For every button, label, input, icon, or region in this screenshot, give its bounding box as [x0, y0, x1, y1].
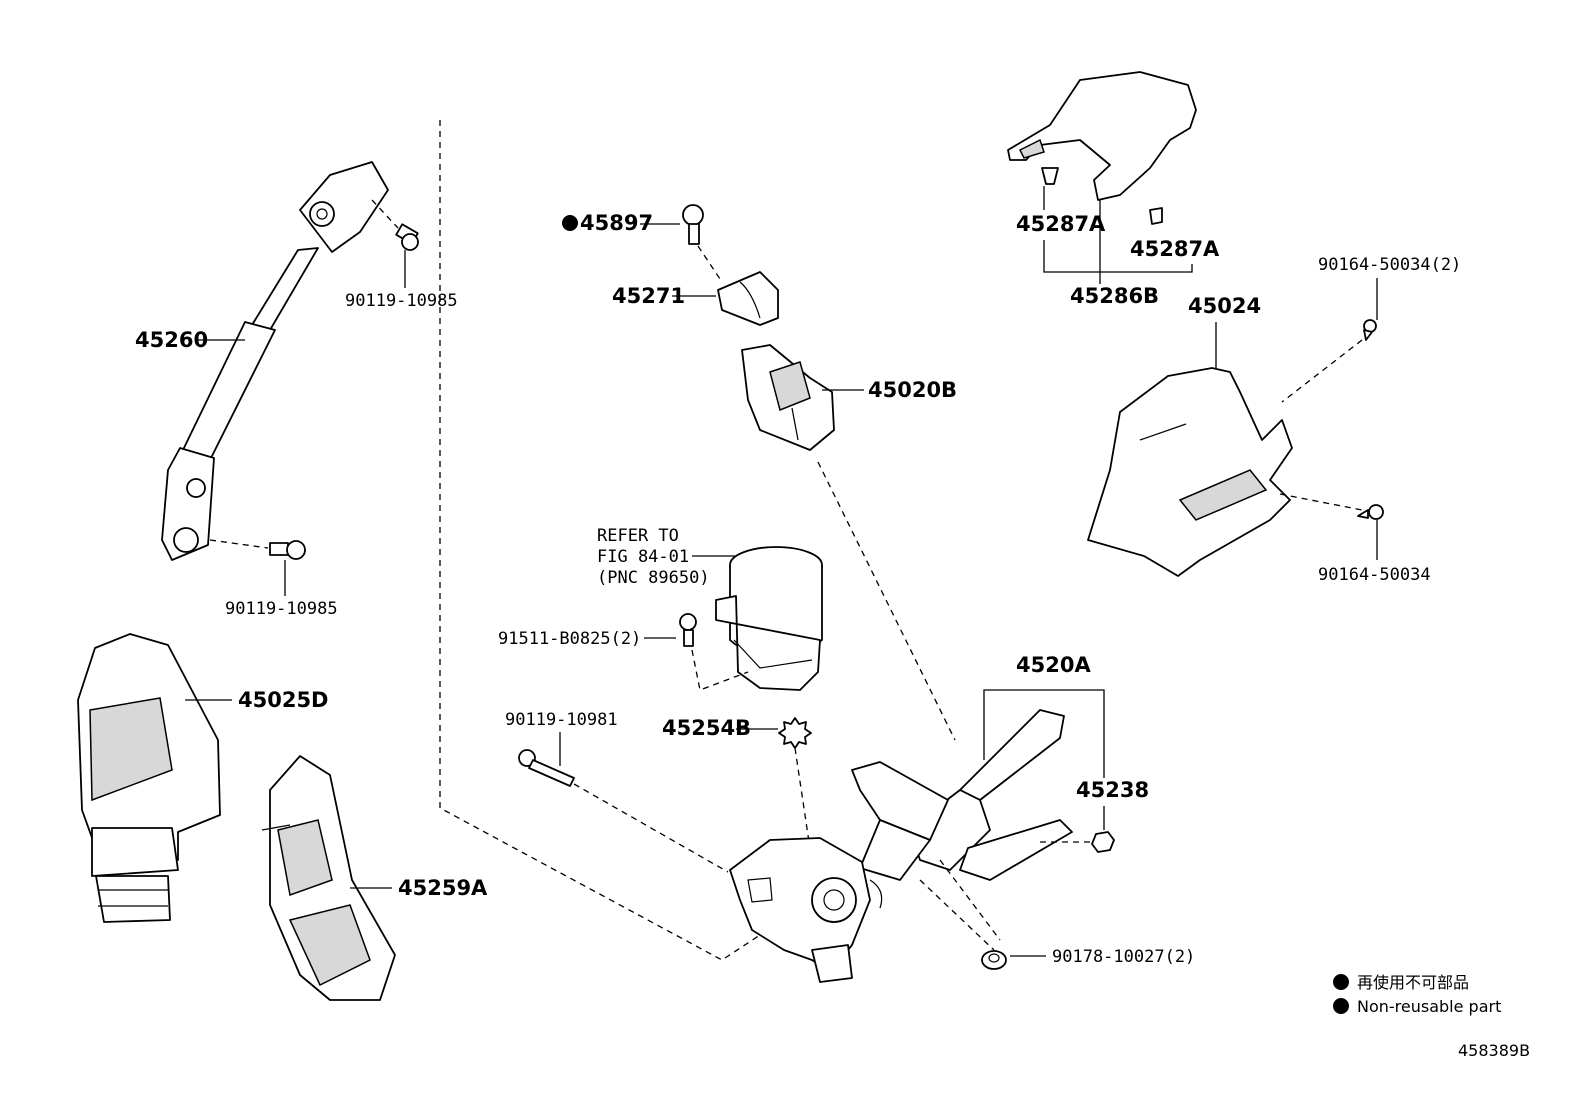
lock-cylinder-45020B[interactable]	[741, 344, 835, 451]
label-45024: 45024	[1188, 294, 1261, 318]
label-45025D: 45025D	[238, 688, 329, 712]
label-45238: 45238	[1076, 778, 1149, 802]
label-45286B: 45286B	[1070, 284, 1159, 308]
label-45287A-left: 45287A	[1016, 212, 1106, 236]
bolt-91511-B0825[interactable]	[679, 613, 697, 647]
intermediate-shaft-45260[interactable]	[161, 161, 389, 561]
figure-id: 458389B	[1458, 1041, 1530, 1060]
legend-dot-jp	[1333, 974, 1349, 990]
refer-line-1: REFER TO	[597, 526, 679, 546]
label-90178-10027: 90178-10027(2)	[1052, 947, 1195, 967]
column-cover-upper-45286B[interactable]	[1007, 71, 1197, 201]
label-91511-B0825: 91511-B0825(2)	[498, 629, 641, 649]
nut-90178-10027[interactable]	[981, 950, 1007, 970]
hole-cover-45025D[interactable]	[77, 633, 221, 923]
label-90164-50034-2: 90164-50034(2)	[1318, 255, 1461, 275]
label-90164-50034: 90164-50034	[1318, 565, 1431, 585]
bolt-45897[interactable]	[682, 204, 704, 245]
spacer-45271[interactable]	[717, 271, 779, 326]
label-45287A-right: 45287A	[1130, 237, 1220, 261]
bolt-90119-10981[interactable]	[518, 749, 575, 787]
label-90119-10985-top: 90119-10985	[345, 291, 458, 311]
label-45897: 45897	[580, 211, 653, 235]
refer-line-3: (PNC 89650)	[597, 568, 710, 588]
non-reusable-marker-45897	[562, 215, 578, 231]
label-45259A: 45259A	[398, 876, 488, 900]
label-45254B: 45254B	[662, 716, 751, 740]
label-90119-10981: 90119-10981	[505, 710, 618, 730]
nut-45238[interactable]	[1091, 831, 1115, 853]
column-cover-lower-45024[interactable]	[1087, 367, 1293, 577]
label-45260: 45260	[135, 328, 208, 352]
power-steering-motor[interactable]	[715, 546, 823, 691]
refer-line-2: FIG 84-01	[597, 547, 689, 567]
legend-jp: 再使用不可部品	[1357, 973, 1469, 992]
bolt-90119-10985-top[interactable]	[395, 223, 419, 251]
clip-45287A-left[interactable]	[1041, 167, 1059, 185]
label-45020B: 45020B	[868, 378, 957, 402]
legend-dot-en	[1333, 998, 1349, 1014]
screw-90164-50034-bottom[interactable]	[1357, 504, 1384, 520]
screw-90164-50034-top[interactable]	[1363, 319, 1377, 341]
cover-45259A[interactable]	[261, 755, 396, 1001]
clip-45287A-right[interactable]	[1149, 207, 1163, 225]
gear-45254B[interactable]	[778, 717, 812, 749]
label-90119-10985-bottom: 90119-10985	[225, 599, 338, 619]
steering-column-4520A[interactable]	[729, 709, 1073, 983]
legend: 再使用不可部品 Non-reusable part	[1333, 973, 1501, 1016]
legend-en: Non-reusable part	[1357, 997, 1501, 1016]
label-4520A: 4520A	[1016, 653, 1091, 677]
bolt-90119-10985-bottom[interactable]	[269, 540, 306, 560]
